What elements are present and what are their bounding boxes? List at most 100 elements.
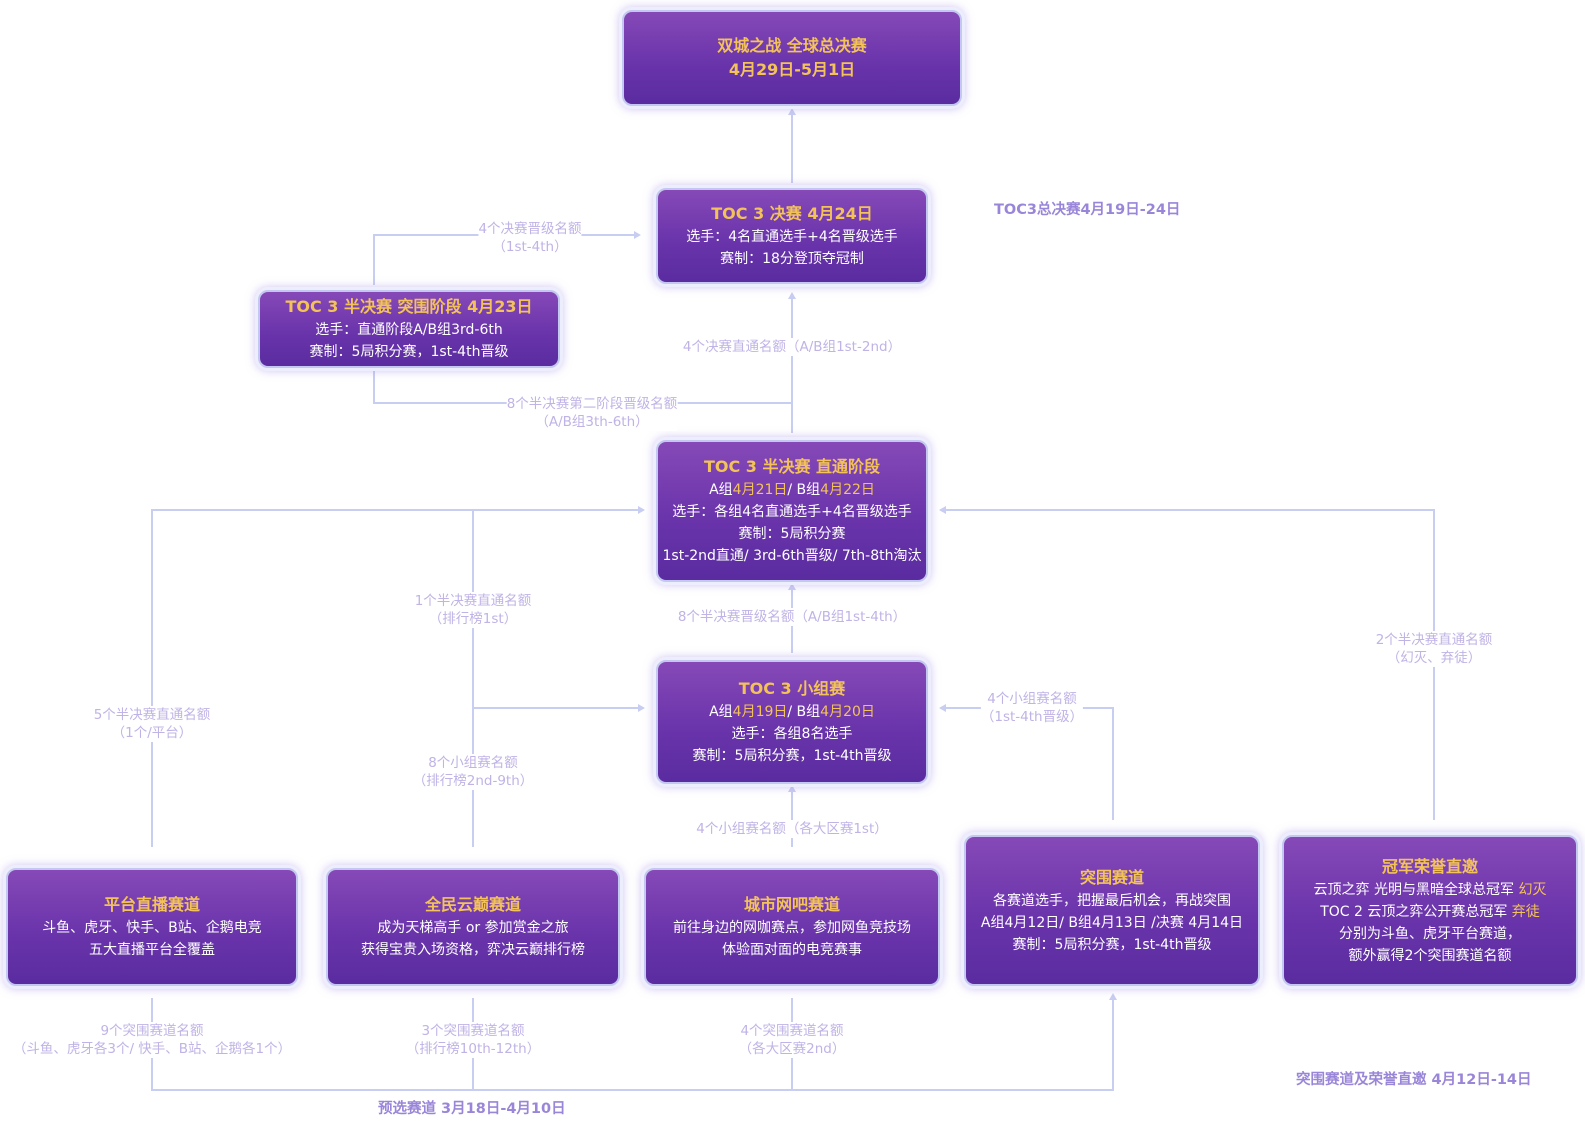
cafe-box: 城市网吧赛道 前往身边的网咖赛点，参加网鱼竞技场 体验面对面的电竞赛事 [644, 868, 940, 986]
breakout-line3: 赛制：5局积分赛，1st-4th晋级 [1012, 936, 1212, 953]
label-breakout-to-group-line1: 4个小组赛名额 [987, 691, 1077, 707]
label-cloud-to-breakout: 3个突围赛道名额 （排行榜10th-12th） [405, 1022, 541, 1058]
final-box: 双城之战 全球总决赛 4月29日-5月1日 [622, 10, 962, 106]
semi-breakout-players: 选手：直通阶段A/B组3rd-6th [315, 322, 503, 338]
honor-line2-name: 弃徒 [1511, 903, 1540, 920]
platform-box: 平台直播赛道 斗鱼、虎牙、快手、B站、企鹅电竞 五大直播平台全覆盖 [6, 868, 298, 986]
label-semi-to-final-line2: （1st-4th） [492, 239, 568, 255]
honor-line1-name: 幻灭 [1518, 881, 1547, 898]
arrowhead-tocfinal-bottom [788, 292, 796, 299]
label-platform-to-breakout-line2: （斗鱼、虎牙各3个/ 快手、B站、企鹅各1个） [12, 1041, 292, 1057]
label-cloud-to-group-line2: （排行榜2nd-9th） [412, 773, 534, 789]
arrowhead-group-right [939, 704, 946, 712]
semi-direct-result: 1st-2nd直通/ 3rd-6th晋级/ 7th-8th淘汰 [662, 548, 922, 564]
line-platform-to-direct [151, 509, 640, 847]
label-platform-to-breakout: 9个突围赛道名额 （斗鱼、虎牙各3个/ 快手、B站、企鹅各1个） [12, 1022, 292, 1058]
cloud-line2: 获得宝贵入场资格，弈决云巅排行榜 [361, 942, 585, 958]
honor-line1-text: 云顶之弈 光明与黑暗全球总冠军 [1313, 881, 1519, 898]
section-toc-final: TOC3总决赛4月19日-24日 [994, 202, 1181, 218]
semi-direct-a-date: 4月21日 [732, 482, 788, 498]
label-cloud-to-breakout-line2: （排行榜10th-12th） [405, 1041, 541, 1057]
label-cloud-to-semi: 1个半决赛直通名额 （排行榜1st） [414, 592, 532, 628]
arrowhead-direct-right [939, 506, 946, 514]
label-platform-to-semi-line2: （1个/平台） [111, 725, 193, 741]
label-cloud-to-breakout-line1: 3个突围赛道名额 [421, 1023, 525, 1039]
group-format: 赛制：5局积分赛，1st-4th晋级 [692, 748, 892, 764]
semi-direct-format: 赛制：5局积分赛 [738, 526, 846, 542]
label-platform-to-breakout-line1: 9个突围赛道名额 [100, 1023, 204, 1039]
group-box: TOC 3 小组赛 A组4月19日/ B组4月20日 选手：各组8名选手 赛制：… [656, 660, 928, 784]
group-b-date: 4月20日 [820, 704, 875, 720]
cloud-title: 全民云巅赛道 [424, 895, 521, 914]
semi-direct-players: 选手：各组4名直通选手+4名晋级选手 [672, 504, 912, 520]
semi-direct-sep: / B组 [787, 482, 821, 498]
platform-line1: 斗鱼、虎牙、快手、B站、企鹅电竞 [42, 920, 262, 936]
label-direct-to-breakout-line2: （A/B组3th-6th） [535, 414, 649, 430]
semi-breakout-box: TOC 3 半决赛 突围阶段 4月23日 选手：直通阶段A/B组3rd-6th … [258, 290, 560, 368]
label-platform-to-semi: 5个半决赛直通名额 （1个/平台） [93, 706, 211, 742]
honor-line4: 额外赢得2个突围赛道名额 [1348, 947, 1512, 964]
toc-final-format: 赛制：18分登顶夺冠制 [720, 251, 864, 267]
label-cloud-to-semi-line1: 1个半决赛直通名额 [414, 593, 532, 609]
group-a-prefix: A组 [709, 704, 733, 720]
section-qualifier: 预选赛道 3月18日-4月10日 [378, 1101, 566, 1117]
breakout-line1: 各赛道选手，把握最后机会，再战突围 [993, 892, 1231, 909]
label-group-to-semi-line1: 8个半决赛晋级名额（A/B组1st-4th） [677, 609, 907, 625]
honor-line1: 云顶之弈 光明与黑暗全球总冠军 幻灭 [1314, 879, 1547, 901]
semi-direct-title: TOC 3 半决赛 直通阶段 [703, 457, 881, 476]
arrowhead-tocfinal-left [634, 231, 641, 239]
toc-final-box: TOC 3 决赛 4月24日 选手：4名直通选手+4名晋级选手 赛制：18分登顶… [656, 188, 928, 284]
semi-direct-dates: A组4月21日/ B组4月22日 [709, 479, 875, 501]
honor-line3: 分别为斗鱼、虎牙平台赛道， [1339, 925, 1521, 942]
label-honor-to-semi-line1: 2个半决赛直通名额 [1375, 632, 1493, 648]
arrowhead-group-bottom [788, 785, 796, 792]
arrowhead-group-left [638, 704, 645, 712]
arrowhead-breakout-bottom [1109, 993, 1117, 1000]
label-cloud-to-semi-line2: （排行榜1st） [428, 611, 518, 627]
cloud-line1: 成为天梯高手 or 参加赏金之旅 [377, 920, 569, 936]
label-honor-to-semi: 2个半决赛直通名额 （幻灭、弃徒） [1375, 631, 1493, 667]
label-cafe-to-group: 4个小组赛名额（各大区赛1st） [696, 820, 888, 838]
toc-final-title: TOC 3 决赛 4月24日 [711, 204, 873, 223]
line-bottom-to-breakout [151, 998, 1114, 1091]
label-breakout-to-group-line2: （1st-4th晋级） [980, 709, 1084, 725]
group-sep: / B组 [787, 704, 821, 720]
semi-breakout-format: 赛制：5局积分赛，1st-4th晋级 [309, 344, 509, 360]
label-direct-to-breakout-line1: 8个半决赛第二阶段晋级名额 [506, 396, 678, 412]
breakout-box: 突围赛道 各赛道选手，把握最后机会，再战突围 A组4月12日/ B组4月13日 … [964, 835, 1260, 986]
label-platform-to-semi-line1: 5个半决赛直通名额 [93, 707, 211, 723]
semi-direct-b-date: 4月22日 [820, 482, 875, 498]
group-title: TOC 3 小组赛 [738, 679, 846, 698]
group-players: 选手：各组8名选手 [731, 726, 853, 742]
arrowhead-direct-left [638, 506, 645, 514]
arrowhead-final [788, 108, 796, 115]
cafe-line1: 前往身边的网咖赛点，参加网鱼竞技场 [673, 920, 911, 936]
label-direct-to-final-line1: 4个决赛直通名额（A/B组1st-2nd） [682, 339, 902, 355]
breakout-line2: A组4月12日/ B组4月13日 /决赛 4月14日 [980, 914, 1244, 931]
label-direct-to-final: 4个决赛直通名额（A/B组1st-2nd） [682, 338, 902, 356]
group-dates: A组4月19日/ B组4月20日 [709, 701, 875, 723]
label-cloud-to-group: 8个小组赛名额 （排行榜2nd-9th） [412, 754, 534, 790]
group-a-date: 4月19日 [732, 704, 788, 720]
label-cafe-to-group-line1: 4个小组赛名额（各大区赛1st） [696, 821, 888, 837]
label-cafe-to-breakout-line2: （各大区赛2nd） [738, 1041, 846, 1057]
breakout-title: 突围赛道 [1079, 867, 1144, 887]
platform-title: 平台直播赛道 [103, 895, 200, 914]
label-semi-to-final: 4个决赛晋级名额 （1st-4th） [478, 220, 582, 256]
label-group-to-semi: 8个半决赛晋级名额（A/B组1st-4th） [677, 608, 907, 626]
cafe-title: 城市网吧赛道 [743, 895, 840, 914]
honor-line2: TOC 2 云顶之弈公开赛总冠军 弃徒 [1320, 901, 1540, 923]
platform-line2: 五大直播平台全覆盖 [89, 942, 215, 958]
honor-box: 冠军荣誉直邀 云顶之弈 光明与黑暗全球总冠军 幻灭 TOC 2 云顶之弈公开赛总… [1282, 835, 1578, 986]
toc-final-players: 选手：4名直通选手+4名晋级选手 [686, 229, 898, 245]
arrowhead-direct-bottom [788, 583, 796, 590]
semi-direct-a-prefix: A组 [709, 482, 733, 498]
final-title: 双城之战 全球总决赛 [717, 36, 867, 55]
label-semi-to-final-line1: 4个决赛晋级名额 [478, 221, 582, 237]
label-direct-to-breakout: 8个半决赛第二阶段晋级名额 （A/B组3th-6th） [506, 395, 678, 431]
label-cafe-to-breakout: 4个突围赛道名额 （各大区赛2nd） [738, 1022, 846, 1058]
label-breakout-to-group: 4个小组赛名额 （1st-4th晋级） [980, 690, 1084, 726]
label-cafe-to-breakout-line1: 4个突围赛道名额 [740, 1023, 844, 1039]
label-cloud-to-group-line1: 8个小组赛名额 [428, 755, 518, 771]
semi-direct-box: TOC 3 半决赛 直通阶段 A组4月21日/ B组4月22日 选手：各组4名直… [656, 440, 928, 582]
